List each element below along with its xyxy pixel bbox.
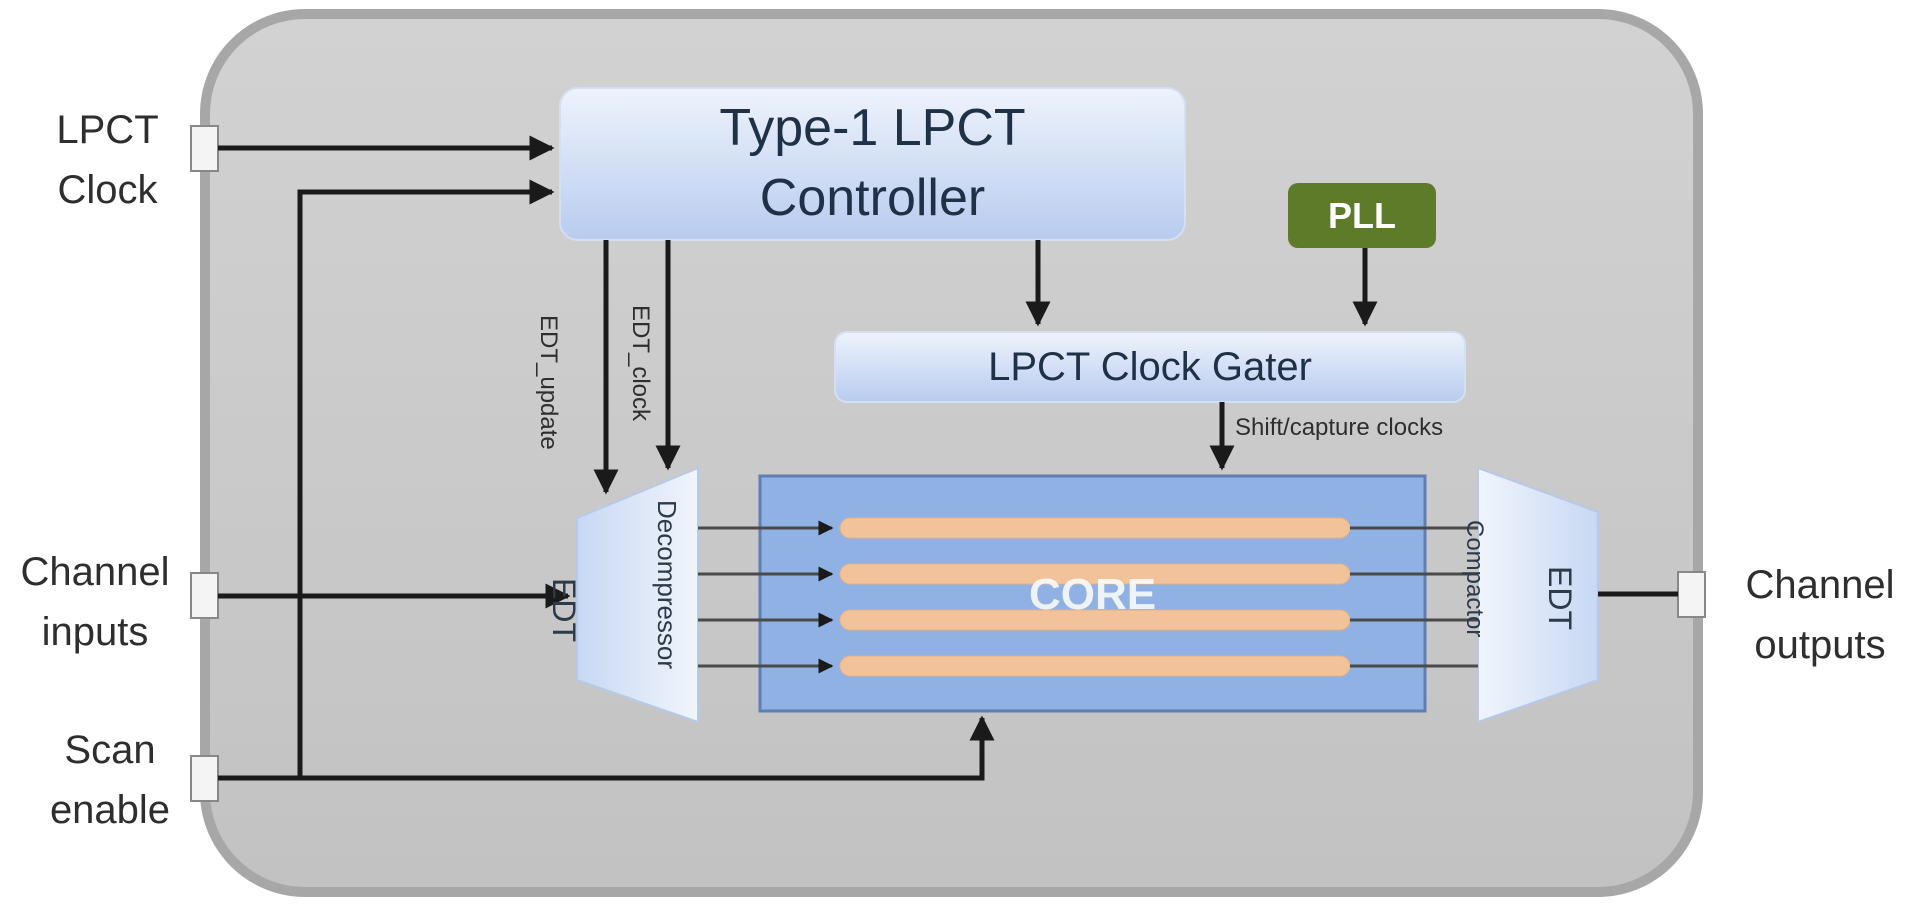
scan-enable-label-line1: Scan	[64, 728, 156, 772]
shift-capture-label: Shift/capture clocks	[1235, 414, 1444, 441]
channel-outputs-label: Channel outputs	[1725, 555, 1915, 675]
scan-enable-port	[190, 755, 219, 802]
pll-block	[1288, 183, 1436, 248]
scan-enable-to-core-wire	[218, 715, 995, 781]
channel-inputs-port	[190, 572, 219, 619]
clock-gater-label: LPCT Clock Gater	[988, 344, 1312, 389]
lpct-clock-label-line2: Clock	[57, 168, 158, 212]
controller-label-line1: Type-1 LPCT	[719, 99, 1026, 157]
channel-inputs-label-line1: Channel	[20, 550, 170, 594]
core-to-compactor-wires	[1350, 526, 1478, 668]
signal-wires	[218, 135, 1678, 781]
scan-chain-1	[839, 517, 1351, 539]
lpct-clock-label-line1: LPCT	[56, 108, 159, 152]
decompressor-label-edt: EDT	[546, 578, 582, 642]
edt-clock-label: EDT_clock	[627, 305, 654, 422]
scan-enable-label-line2: enable	[49, 788, 171, 832]
decompressor-label-name: Decompressor	[652, 500, 682, 670]
pll-label: PLL	[1328, 194, 1396, 236]
clock-gater-block	[834, 331, 1466, 403]
decompressor-to-core-wires	[698, 520, 834, 674]
compactor-label-edt: EDT	[1542, 566, 1578, 630]
controller-label-line2: Controller	[759, 169, 986, 227]
channel-outputs-label-line2: outputs	[1754, 623, 1886, 667]
edt-update-label: EDT_update	[535, 315, 562, 450]
channel-inputs-label-line2: inputs	[41, 610, 149, 654]
scan-chain-4	[839, 655, 1351, 677]
scan-enable-to-controller-wire	[297, 179, 555, 778]
lpct-clock-label: LPCT Clock	[20, 100, 195, 220]
controller-label: Type-1 LPCT Controller	[560, 88, 1185, 238]
edt-compactor-block	[1477, 466, 1599, 724]
edt-decompressor-block	[576, 466, 699, 724]
scan-enable-label: Scan enable	[20, 720, 200, 840]
compactor-label-name: Compactor	[1461, 520, 1488, 638]
core-label: CORE	[1028, 570, 1157, 619]
lpct-controller-block	[559, 87, 1186, 241]
channel-inputs-label: Channel inputs	[0, 542, 190, 662]
channel-outputs-label-line1: Channel	[1745, 563, 1895, 607]
channel-outputs-port	[1677, 571, 1706, 618]
lpct-clock-port	[190, 125, 219, 172]
scan-chains	[839, 517, 1351, 677]
